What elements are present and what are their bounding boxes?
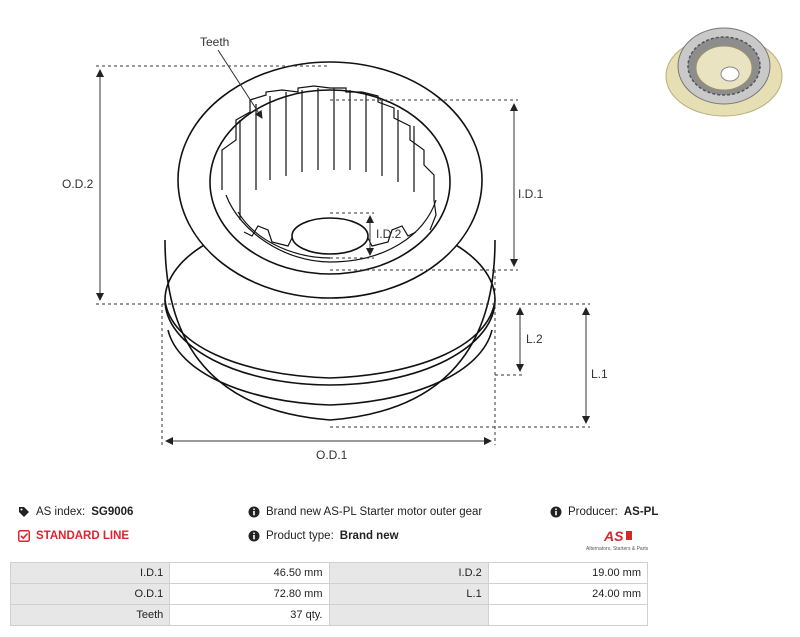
spec-value: 46.50 mm — [169, 562, 330, 584]
info-icon — [248, 530, 260, 542]
description: Brand new AS-PL Starter motor outer gear — [248, 506, 482, 518]
product-photo — [660, 14, 788, 124]
label-id1: I.D.1 — [518, 187, 544, 201]
spec-key: I.D.1 — [9, 562, 171, 584]
description-text: Brand new AS-PL Starter motor outer gear — [266, 506, 483, 518]
label-l2: L.2 — [526, 332, 543, 346]
standard-line-badge: STANDARD LINE — [18, 530, 129, 542]
spec-value: 37 qty. — [169, 604, 330, 626]
product-type: Product type: Brand new — [248, 530, 399, 542]
spec-value: 19.00 mm — [487, 562, 649, 584]
info-icon — [248, 506, 260, 518]
check-square-icon — [18, 530, 30, 542]
product-type-value: Brand new — [339, 530, 399, 542]
gear-teeth — [221, 85, 437, 263]
label-teeth: Teeth — [200, 35, 229, 49]
spec-key — [328, 604, 489, 626]
label-id2: I.D.2 — [376, 227, 402, 241]
spec-value: 24.00 mm — [487, 583, 649, 605]
producer-value: AS-PL — [623, 506, 659, 518]
label-l1: L.1 — [591, 367, 608, 381]
technical-drawing: Teeth O.D.2 I.D.1 I.D.2 L.2 L.1 O.D.1 — [62, 35, 608, 462]
as-index: AS index: SG9006 — [18, 506, 133, 518]
as-index-label: AS index: — [36, 506, 86, 518]
svg-text:Alternators, Starters & Parts: Alternators, Starters & Parts — [586, 546, 649, 552]
center-bore — [291, 217, 369, 255]
spec-key: I.D.2 — [328, 562, 489, 584]
standard-line-text: STANDARD LINE — [36, 530, 130, 542]
spec-key: L.1 — [328, 583, 489, 605]
spec-value — [487, 604, 649, 626]
product-info: AS index: SG9006 STANDARD LINE Brand new… — [0, 500, 800, 556]
tag-icon — [19, 507, 29, 517]
info-icon — [550, 506, 562, 518]
product-type-label: Product type: — [266, 530, 334, 542]
label-od2: O.D.2 — [62, 177, 94, 191]
spec-value: 72.80 mm — [169, 583, 330, 605]
gear-flange — [164, 214, 496, 421]
producer-label: Producer: — [568, 506, 618, 518]
producer: Producer: AS-PL — [550, 506, 658, 518]
svg-text:AS: AS — [603, 528, 624, 544]
as-index-value: SG9006 — [91, 506, 134, 518]
label-od1: O.D.1 — [316, 448, 348, 462]
as-pl-logo: AS Alternators, Starters & Parts — [586, 528, 649, 552]
spec-key: O.D.1 — [9, 583, 171, 605]
dimension-lines — [96, 49, 590, 445]
spec-key: Teeth — [9, 604, 171, 626]
